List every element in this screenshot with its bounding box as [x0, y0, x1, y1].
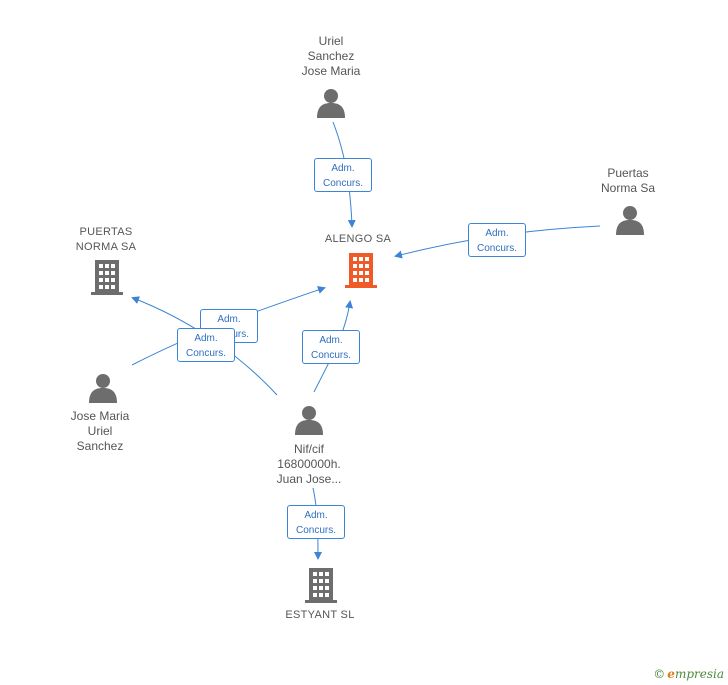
person-icon-puertas[interactable]: [616, 206, 644, 235]
person-icon-uriel[interactable]: [317, 89, 345, 118]
brand-name: mpresia: [674, 667, 724, 681]
node-label-nif[interactable]: Nif/cif 16800000h. Juan Jose...: [276, 442, 342, 486]
copyright-icon: ©: [653, 667, 666, 681]
edge-label-nif-puertas[interactable]: Adm. Concurs.: [177, 328, 235, 362]
edge-label-uriel-alengo[interactable]: Adm. Concurs.: [314, 158, 372, 192]
node-label-jose-maria[interactable]: Jose Maria Uriel Sanchez: [70, 409, 130, 453]
brand-initial: e: [667, 667, 675, 681]
building-icon-puertas[interactable]: [91, 260, 123, 295]
empresia-watermark: ©empresia: [653, 667, 724, 681]
node-label-puertas-person[interactable]: Puertas Norma Sa: [600, 166, 656, 195]
edge-label-nif-alengo[interactable]: Adm. Concurs.: [302, 330, 360, 364]
edge-label-nif-estyant[interactable]: Adm. Concurs.: [287, 505, 345, 539]
node-label-alengo[interactable]: ALENGO SA: [324, 233, 392, 245]
person-icon-nif[interactable]: [295, 406, 323, 435]
building-icon-estyant[interactable]: [305, 568, 337, 603]
node-label-puertas-company[interactable]: PUERTAS NORMA SA: [75, 226, 137, 253]
person-icon-jose-maria[interactable]: [89, 374, 117, 403]
node-label-uriel[interactable]: Uriel Sanchez Jose Maria: [301, 34, 361, 78]
building-icon-alengo[interactable]: [345, 253, 377, 288]
edge-label-puertas-alengo[interactable]: Adm. Concurs.: [468, 223, 526, 257]
node-label-estyant[interactable]: ESTYANT SL: [285, 609, 355, 621]
